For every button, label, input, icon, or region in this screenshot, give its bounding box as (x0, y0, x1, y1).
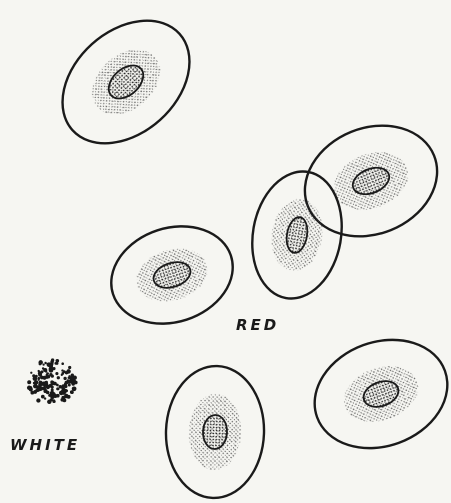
white-cell-granule (37, 387, 41, 391)
white-cell-granule (33, 384, 38, 389)
white-cell-granule (44, 397, 46, 399)
white-cell-granule (72, 386, 77, 391)
red-cell-4 (99, 211, 246, 339)
white-cell-granule (54, 362, 57, 365)
white-cell-granule (68, 384, 71, 387)
white-cell-granule (51, 374, 54, 377)
white-cell-granule (34, 380, 38, 384)
white-cell-granule (74, 381, 78, 385)
white-cell-granule (60, 398, 64, 402)
white-cell-granule (64, 394, 68, 398)
red-cell-6 (164, 364, 267, 499)
white-cell-granule (65, 389, 68, 392)
white-cell-granule (50, 391, 55, 396)
white-cell-granule (62, 384, 66, 388)
white-cell-granule (51, 386, 54, 389)
white-cell-granule (38, 382, 42, 386)
white-cell-granule (57, 376, 60, 379)
white-cell-granule (38, 373, 42, 377)
white-cell-granule (43, 368, 47, 372)
white-cell-granule (66, 369, 70, 373)
white-cell-granule (30, 391, 34, 395)
white-cell-granule (41, 370, 44, 373)
red-cell-6-nucleus (202, 415, 227, 450)
white-cell-granule (46, 391, 50, 395)
white-cell-granule (61, 362, 64, 365)
white-cell-granule (33, 376, 38, 381)
white-cell (27, 358, 78, 404)
white-cell-granule (29, 386, 31, 388)
white-cell-granule (27, 380, 31, 384)
white-cell-granule (50, 398, 53, 401)
white-cell-granule (55, 372, 58, 375)
white-cell-granule (61, 369, 63, 371)
white-cell-granule (51, 358, 54, 361)
white-cell-granule (36, 398, 40, 402)
white-cell-granule (61, 389, 63, 391)
white-cell-granule (44, 362, 46, 364)
white-cell-granule (38, 360, 42, 364)
white-cell-label: WHITE (10, 436, 80, 454)
white-cell-granule (70, 381, 72, 383)
white-cell-granule (50, 380, 53, 383)
white-cell-granule (61, 372, 64, 375)
red-cell-1 (38, 0, 213, 168)
white-cell-granule (68, 366, 71, 369)
white-cell-granule (68, 375, 71, 378)
white-cell-granule (38, 379, 40, 381)
white-cell-granule (71, 391, 74, 394)
white-cell-granule (49, 368, 51, 370)
white-cell-granule (41, 395, 45, 399)
white-cell-granule (42, 363, 44, 365)
white-cell-granule (71, 375, 76, 380)
red-cells-label: RED (236, 316, 279, 334)
white-cell-granule (46, 372, 49, 375)
white-cell-granule (50, 364, 54, 368)
red-cell-5 (299, 322, 451, 466)
white-cell-granule (56, 384, 59, 387)
white-cell-granule (63, 377, 66, 380)
white-cell-granule (53, 400, 56, 403)
white-cell-granule (49, 384, 51, 386)
white-cell-granule (30, 372, 32, 374)
white-cell-granule (56, 387, 59, 390)
white-cell-granule (38, 370, 40, 372)
